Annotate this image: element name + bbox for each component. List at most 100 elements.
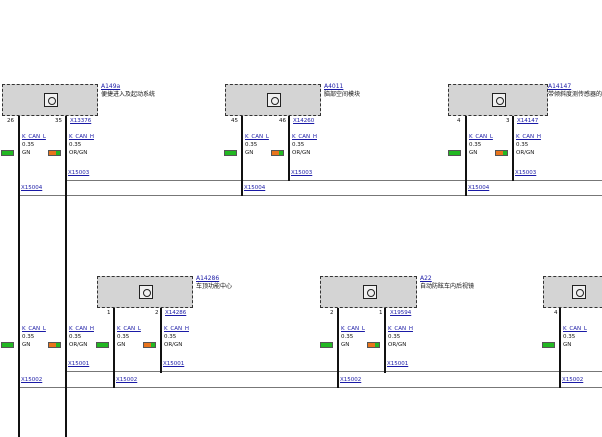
wire-can-high [288, 116, 290, 181]
wire-can-low [113, 308, 115, 388]
signal-name-link[interactable]: K_CAN_L [341, 326, 365, 332]
signal-name-link[interactable]: K_CAN_L [469, 134, 493, 140]
wire-color-code: OR/GN [69, 342, 88, 348]
connector-link[interactable]: X15004 [21, 185, 43, 191]
wire-end-tick [288, 177, 289, 181]
wire-size: 0.35 [292, 142, 305, 148]
pin-connector-link[interactable]: X13376 [70, 118, 92, 124]
signal-name-link[interactable]: K_CAN_L [22, 134, 46, 140]
component-id-link[interactable]: A22 [420, 275, 432, 282]
wire-can-high [512, 116, 514, 181]
signal-name-link[interactable]: K_CAN_L [117, 326, 141, 332]
signal-name-link[interactable]: K_CAN_L [563, 326, 587, 332]
wire-color-code: OR/GN [388, 342, 407, 348]
pin-number: 35 [55, 118, 62, 124]
wire-color-swatch [224, 150, 237, 156]
wire-color-swatch [448, 150, 461, 156]
wire-color-swatch [542, 342, 555, 348]
component-box[interactable] [2, 84, 98, 116]
pin-number: 45 [231, 118, 238, 124]
wire-size: 0.35 [341, 334, 354, 340]
wire-end-tick [160, 368, 161, 372]
wire-can-high [160, 308, 162, 373]
component-id-link[interactable]: A149a [101, 83, 121, 90]
signal-name-link[interactable]: K_CAN_H [516, 134, 541, 140]
component-name: 自动防眩车内后视镜 [420, 283, 475, 290]
ecu-icon [139, 285, 153, 299]
wire-color-code: OR/GN [164, 342, 183, 348]
wire-can-low [465, 116, 467, 196]
component-name: 带倾斜度测传感器的 [548, 91, 602, 98]
wire-color-swatch [495, 150, 508, 156]
component-box[interactable] [448, 84, 548, 116]
wire-color-code: OR/GN [516, 150, 535, 156]
connector-link[interactable]: X15003 [68, 170, 90, 176]
pin-connector-link[interactable]: X14286 [165, 310, 187, 316]
connector-link[interactable]: X15003 [291, 170, 313, 176]
wire-can-low [18, 116, 20, 437]
wire-end-tick [241, 192, 242, 196]
component-id-link[interactable]: A4011 [324, 83, 344, 90]
ecu-icon [492, 93, 506, 107]
pin-connector-link[interactable]: X14260 [293, 118, 315, 124]
signal-name-link[interactable]: K_CAN_H [69, 134, 94, 140]
signal-name-link[interactable]: K_CAN_H [388, 326, 413, 332]
signal-name-link[interactable]: K_CAN_H [164, 326, 189, 332]
pin-connector-link[interactable]: X14147 [517, 118, 539, 124]
wire-color-swatch [1, 342, 14, 348]
component-id-link[interactable]: A14147 [548, 83, 572, 90]
component-box[interactable] [543, 276, 602, 308]
wire-end-tick [465, 192, 466, 196]
connector-link[interactable]: X15001 [68, 361, 90, 367]
wire-color-swatch [143, 342, 156, 348]
connector-link[interactable]: X15004 [244, 185, 266, 191]
wire-color-swatch [48, 150, 61, 156]
wire-size: 0.35 [22, 142, 35, 148]
connector-link[interactable]: X15002 [340, 377, 362, 383]
pin-number: 46 [279, 118, 286, 124]
pin-connector-link[interactable]: X19594 [390, 310, 412, 316]
wire-size: 0.35 [22, 334, 35, 340]
ecu-icon [362, 285, 377, 299]
wire-end-tick [113, 384, 114, 388]
wire-can-low [337, 308, 339, 388]
pin-number: 4 [457, 118, 461, 124]
wire-end-tick [512, 177, 513, 181]
component-id-link[interactable]: A14286 [196, 275, 220, 282]
wire-color-code: GN [469, 150, 478, 156]
connector-link[interactable]: X15002 [116, 377, 138, 383]
bus-line [66, 180, 602, 181]
wire-size: 0.35 [69, 142, 82, 148]
connector-link[interactable]: X15002 [562, 377, 584, 383]
component-box[interactable] [97, 276, 193, 308]
wire-color-swatch [1, 150, 14, 156]
wire-color-swatch [271, 150, 284, 156]
pin-number: 2 [155, 310, 159, 316]
connector-link[interactable]: X15001 [163, 361, 185, 367]
ecu-icon [44, 93, 58, 107]
signal-name-link[interactable]: K_CAN_H [292, 134, 317, 140]
wire-color-swatch [96, 342, 109, 348]
component-box[interactable] [225, 84, 321, 116]
wire-size: 0.35 [388, 334, 401, 340]
wire-size: 0.35 [164, 334, 177, 340]
wire-color-code: GN [117, 342, 126, 348]
connector-link[interactable]: X15002 [21, 377, 43, 383]
signal-name-link[interactable]: K_CAN_H [69, 326, 94, 332]
connector-link[interactable]: X15004 [468, 185, 490, 191]
connector-link[interactable]: X15001 [387, 361, 409, 367]
pin-number: 1 [379, 310, 383, 316]
signal-name-link[interactable]: K_CAN_L [22, 326, 46, 332]
wire-size: 0.35 [469, 142, 482, 148]
wire-end-tick [18, 192, 19, 196]
wire-color-code: GN [341, 342, 350, 348]
signal-name-link[interactable]: K_CAN_L [245, 134, 269, 140]
bus-line [66, 371, 602, 372]
connector-link[interactable]: X15003 [515, 170, 537, 176]
wire-color-code: GN [22, 342, 31, 348]
wire-can-high [384, 308, 386, 373]
component-box[interactable] [320, 276, 417, 308]
pin-number: 4 [554, 310, 558, 316]
wire-end-tick [559, 384, 560, 388]
ecu-icon [572, 285, 586, 299]
